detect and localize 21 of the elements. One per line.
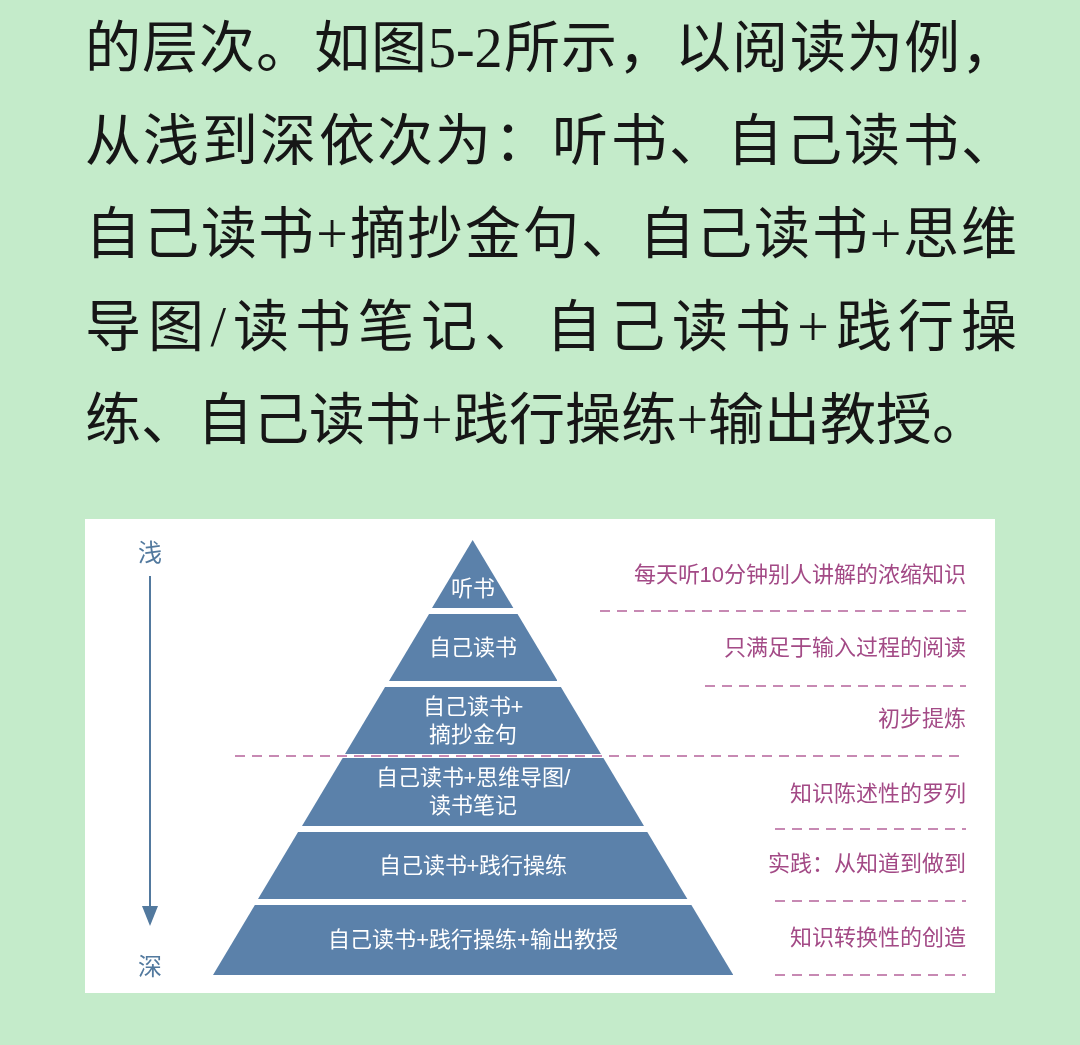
body-paragraph: 的层次。如图5-2所示，以阅读为例，从浅到深依次为：听书、自己读书、自己读书+摘抄金句、自己读书+思维导图/读书笔记、自己读书+践行操练、自己读书+践行操练+输出教授。 — [85, 16, 1017, 453]
tier-description: 知识陈述性的罗列 — [790, 781, 966, 807]
tier-label: 自己读书+摘抄金句 — [421, 692, 525, 749]
tier-description: 只满足于输入过程的阅读 — [724, 635, 966, 661]
tier-description: 每天听10分钟别人讲解的浓缩知识 — [633, 562, 966, 588]
depth-scale-label: 浅 — [138, 539, 162, 567]
pyramid-tier — [301, 758, 644, 826]
pyramid-tier — [432, 540, 514, 608]
pyramid-tier — [258, 832, 688, 899]
tier-label: 自己读书 — [429, 633, 517, 662]
pyramid-tier — [212, 905, 734, 975]
tier-label: 自己读书+思维导图/读书笔记 — [374, 764, 572, 820]
pyramid-tier — [345, 687, 601, 754]
tier-label: 听书 — [451, 575, 495, 603]
depth-scale-label: 深 — [138, 953, 162, 981]
tier-description: 初步提炼 — [878, 706, 966, 732]
tier-description: 实践：从知道到做到 — [768, 851, 966, 877]
tier-description: 知识转换性的创造 — [790, 925, 966, 951]
pyramid-tier — [388, 614, 558, 681]
tier-label: 自己读书+践行操练+输出教授 — [328, 926, 618, 954]
tier-label: 自己读书+践行操练 — [378, 851, 568, 880]
